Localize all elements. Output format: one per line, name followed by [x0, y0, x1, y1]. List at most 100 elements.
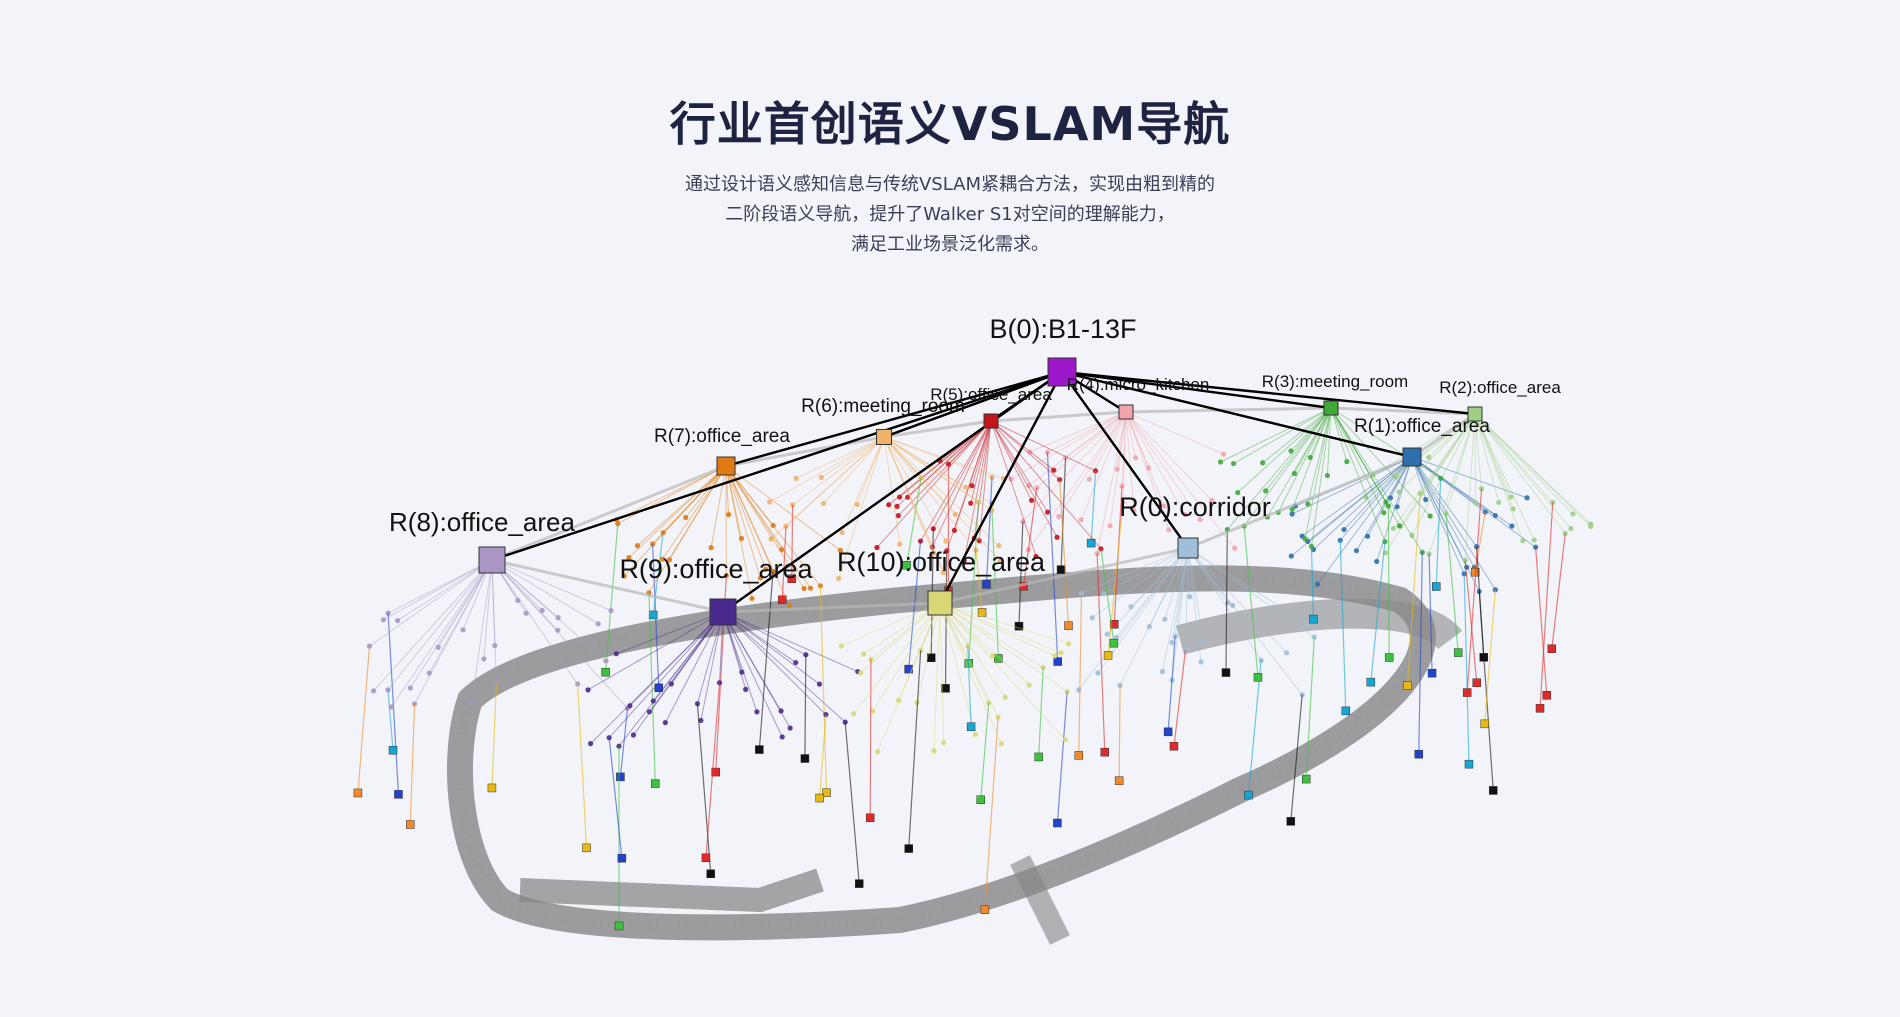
object-instance-cube	[822, 788, 831, 797]
room-object-edge	[770, 436, 885, 540]
object-instance-edge	[1387, 505, 1390, 658]
room-object-edge	[491, 559, 612, 612]
object-instance-edge	[975, 550, 983, 613]
object-node	[395, 617, 401, 624]
room-object-edge	[1376, 456, 1413, 562]
object-instance-edge	[991, 503, 999, 659]
room-object-edge	[669, 465, 727, 560]
room-object-edge	[860, 602, 941, 674]
object-node	[1002, 694, 1008, 700]
room-object-edge	[623, 465, 727, 577]
room-object-edge	[587, 611, 724, 691]
room-object-edge	[1307, 407, 1332, 505]
room-label: R(8):office_area	[389, 507, 575, 537]
object-instance-cube	[706, 869, 715, 878]
object-instance-edge	[1464, 560, 1478, 683]
description-line: 通过设计语义感知信息与传统VSLAM紧耦合方法，实现由粗到精的	[684, 174, 1216, 195]
object-node	[787, 725, 793, 731]
room-object-edge	[725, 465, 767, 570]
object-instance-cube	[1014, 621, 1024, 631]
room-object-edge	[1445, 413, 1476, 514]
room-object-edge	[883, 436, 947, 542]
object-node	[820, 500, 827, 507]
object-node	[837, 547, 843, 554]
object-instance-edge	[1090, 470, 1097, 544]
object-node	[1531, 537, 1537, 543]
object-node	[515, 597, 521, 603]
room-object-edge	[1419, 413, 1476, 494]
room-object-edge	[617, 465, 727, 525]
object-node	[1026, 682, 1032, 688]
room-object-edge	[633, 611, 724, 736]
object-node	[1588, 523, 1594, 530]
room-object-edge	[414, 559, 493, 705]
room-object-edge	[1058, 411, 1127, 517]
room-object-edge	[883, 436, 992, 504]
object-instance-cube	[617, 853, 627, 863]
object-instance-edge	[1339, 540, 1347, 711]
room-object-edge	[1474, 413, 1512, 498]
room-object-edge	[1291, 407, 1332, 510]
room-object-edge	[1474, 413, 1535, 541]
object-node	[1364, 533, 1371, 539]
object-node	[630, 732, 637, 738]
object-node	[603, 658, 609, 664]
object-instance-cube	[994, 654, 1003, 663]
room-object-edge	[916, 602, 941, 703]
building-room-edge	[1061, 370, 1332, 410]
object-node	[659, 556, 666, 562]
object-instance-edge	[1096, 553, 1106, 753]
room-label: R(0):corridor	[1119, 492, 1271, 522]
room-object-edge	[931, 420, 992, 548]
object-node	[768, 536, 774, 542]
object-node	[972, 731, 979, 737]
object-instance-edge	[985, 477, 993, 585]
room-object-edge	[629, 611, 724, 707]
object-node	[763, 566, 769, 572]
room-cube	[709, 598, 737, 626]
object-node	[1289, 506, 1295, 512]
room-object-edge	[1096, 411, 1127, 554]
object-node	[896, 494, 903, 500]
room-object-edge	[664, 611, 724, 723]
object-instance-cube	[1301, 774, 1311, 784]
object-instance-cube	[1114, 776, 1124, 785]
description-line: 二阶段语义导航，提升了Walker S1对空间的理解能力，	[725, 204, 1175, 225]
object-node	[1230, 602, 1236, 608]
object-node	[1509, 523, 1515, 529]
room-object-edge	[1115, 547, 1189, 638]
object-node	[1510, 506, 1516, 512]
room-object-edge	[662, 465, 727, 534]
room-object-edge	[725, 465, 841, 551]
object-node	[683, 514, 689, 521]
object-instance-cube	[1100, 747, 1110, 757]
object-node	[861, 651, 867, 657]
object-node	[989, 653, 996, 659]
object-node	[940, 569, 946, 576]
object-node	[943, 538, 949, 544]
object-node	[870, 708, 876, 714]
object-instance-edge	[1046, 452, 1059, 662]
room-object-edge	[1125, 411, 1213, 501]
object-node	[1086, 476, 1092, 482]
object-instance-cube	[1472, 678, 1482, 687]
room-cube	[716, 456, 736, 476]
object-node	[716, 680, 723, 686]
object-node	[818, 474, 824, 481]
building-room-edge	[722, 371, 1063, 613]
building-cube	[1047, 357, 1077, 387]
room-object-edge	[883, 436, 944, 573]
room-adjacency-edge	[1125, 406, 1332, 414]
object-instance-cube	[1432, 582, 1441, 591]
room-object-edge	[1265, 407, 1332, 492]
object-node	[555, 615, 561, 621]
object-node	[1235, 489, 1241, 496]
object-node	[1209, 497, 1215, 504]
room-label: R(3):meeting_room	[1262, 372, 1408, 391]
room-object-edge	[872, 602, 941, 712]
object-instance-cube	[778, 595, 787, 605]
description-line: 满足工业场景泛化需求。	[851, 234, 1049, 255]
room-object-edge	[1304, 407, 1332, 539]
object-node	[1169, 639, 1175, 646]
room-object-edge	[1119, 547, 1189, 686]
